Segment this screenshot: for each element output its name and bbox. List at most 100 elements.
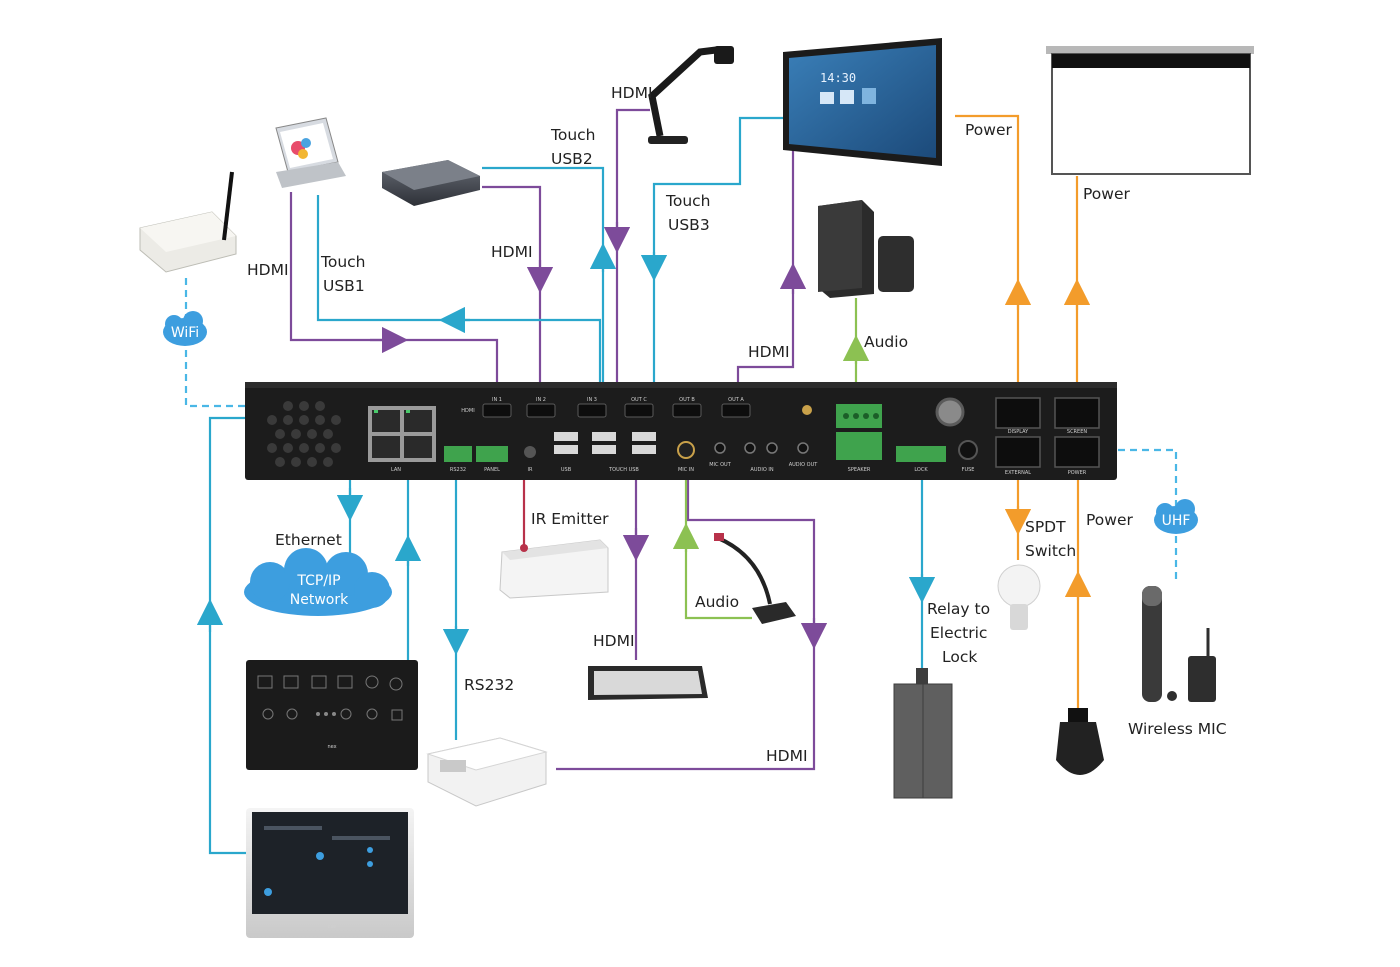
ir-port[interactable]	[524, 446, 536, 458]
document-camera	[648, 46, 734, 144]
label-rs232: RS232	[464, 676, 514, 694]
speaker-terminals[interactable]	[836, 404, 882, 460]
port-label-audio-out: AUDIO OUT	[789, 462, 819, 468]
label-ir-emitter: IR Emitter	[531, 510, 609, 528]
label-power-mains: Power	[1086, 511, 1133, 529]
rs232-line-projector	[454, 434, 482, 740]
port-label-audio-in: AUDIO IN	[750, 467, 773, 473]
audio-jacks[interactable]	[714, 442, 809, 454]
rf-connector[interactable]	[935, 397, 965, 427]
label-relay-line2: Electric	[930, 624, 987, 642]
network-cloud-text-2: Network	[290, 592, 349, 608]
light-bulb	[997, 564, 1041, 630]
label-wireless-mic: Wireless MIC	[1128, 720, 1227, 738]
main-controller: LAN RS232 PANEL IR HDMI IN 1 IN 2 IN 3 O…	[245, 382, 1117, 480]
label-hdmi-laptop: HDMI	[247, 261, 289, 279]
port-label-mic-out: MIC OUT	[709, 462, 731, 468]
antenna-connector[interactable]	[802, 405, 812, 415]
port-label-lan: LAN	[391, 467, 401, 473]
uhf-cloud-text: UHF	[1162, 513, 1191, 529]
port-label-in2: IN 2	[536, 397, 546, 403]
media-box	[382, 160, 480, 206]
port-label-hdmi: HDMI	[461, 408, 474, 414]
port-label-power: POWER	[1068, 470, 1087, 476]
port-label-in1: IN 1	[492, 397, 502, 403]
electric-lock-door	[893, 668, 953, 799]
label-touch-usb1-line1: Touch	[320, 253, 366, 271]
port-label-ir: IR	[528, 467, 533, 473]
port-label-outb: OUT B	[679, 397, 695, 403]
hdmi-line-projector	[556, 478, 816, 771]
interactive-display: 14:30	[783, 38, 942, 166]
label-hdmi-box: HDMI	[491, 243, 533, 261]
port-label-fuse: FUSE	[962, 467, 975, 473]
label-relay-line3: Lock	[942, 648, 977, 666]
port-label-panel: PANEL	[484, 467, 500, 473]
air-conditioner	[499, 539, 609, 599]
wall-speakers	[818, 200, 914, 298]
label-spdt-line1: SPDT	[1025, 518, 1066, 536]
display-clock: 14:30	[820, 71, 856, 85]
mains-plug	[1056, 708, 1104, 775]
label-audio-speaker: Audio	[864, 333, 908, 351]
label-audio-mic: Audio	[695, 593, 739, 611]
label-relay-line1: Relay to	[927, 600, 990, 618]
port-label-touch-usb: TOUCH USB	[608, 467, 639, 473]
audio-line-mic	[684, 468, 752, 620]
label-hdmi-doccam: HDMI	[611, 84, 653, 102]
port-label-external: EXTERNAL	[1005, 470, 1031, 476]
connection-labels: HDMI Touch USB2 Touch USB3 HDMI HDMI Tou…	[247, 84, 1227, 765]
lan-ports[interactable]	[368, 406, 436, 462]
uhf-cloud: UHF	[1154, 499, 1198, 534]
wifi-cloud-text: WiFi	[171, 325, 199, 341]
label-touch-usb1-line2: USB1	[323, 277, 365, 295]
usb-ports[interactable]	[554, 432, 656, 454]
wireless-microphones	[1142, 586, 1216, 702]
label-hdmi-monitor: HDMI	[593, 632, 635, 650]
label-spdt-line2: Switch	[1025, 542, 1076, 560]
lock-terminals[interactable]	[896, 446, 946, 462]
port-label-outc: OUT C	[631, 397, 647, 403]
wall-control-panel: nex	[246, 660, 418, 770]
wifi-cloud: WiFi	[163, 311, 207, 346]
hdmi-line-laptop	[289, 192, 499, 395]
port-label-speaker: SPEAKER	[848, 467, 871, 473]
label-hdmi-projector: HDMI	[766, 747, 808, 765]
port-label-lock: LOCK	[914, 467, 928, 473]
port-label-outa: OUT A	[728, 397, 744, 403]
laptop	[275, 117, 346, 188]
hdmi-line-box	[482, 185, 542, 395]
network-cloud: TCP/IP Network	[244, 548, 392, 616]
projection-screen	[1046, 46, 1254, 175]
label-ethernet: Ethernet	[275, 531, 342, 549]
lan-line-touchpanel	[208, 416, 380, 855]
mic-in-jack[interactable]	[677, 441, 695, 459]
port-label-rs232: RS232	[450, 467, 466, 473]
touch-panel-brand-logo: nex	[327, 924, 336, 930]
label-touch-usb3-line1: Touch	[665, 192, 711, 210]
hdmi-line-doccam	[615, 108, 650, 395]
hdmi-ports[interactable]	[482, 403, 751, 418]
usb-line-usb2	[482, 166, 605, 430]
network-cloud-text-1: TCP/IP	[296, 573, 340, 589]
label-power-display: Power	[965, 121, 1012, 139]
hdmi-line-display	[736, 150, 795, 395]
wifi-router	[139, 171, 237, 273]
rs232-panel-terminals[interactable]	[444, 446, 508, 462]
label-touch-usb2-line1: Touch	[550, 126, 596, 144]
gooseneck-microphone	[714, 533, 796, 624]
touch-panel: nex	[246, 808, 414, 938]
port-label-display: DISPLAY	[1008, 429, 1029, 435]
vent-grille	[267, 401, 341, 467]
power-sockets[interactable]	[995, 397, 1100, 468]
label-power-screen: Power	[1083, 185, 1130, 203]
port-label-usb: USB	[561, 467, 572, 473]
port-label-screen: SCREEN	[1067, 429, 1087, 435]
power-line-display	[955, 114, 1020, 402]
label-hdmi-display: HDMI	[748, 343, 790, 361]
label-touch-usb3-line2: USB3	[668, 216, 710, 234]
fuse-holder[interactable]	[958, 440, 978, 460]
projector	[426, 737, 548, 807]
port-label-in3: IN 3	[587, 397, 597, 403]
